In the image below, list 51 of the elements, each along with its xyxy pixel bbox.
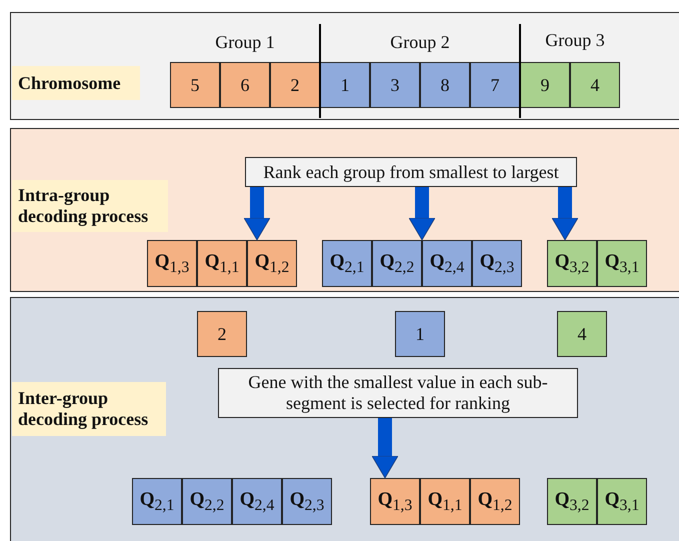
gene-cell: Q$_{1,3}$: [371, 479, 420, 524]
cell-group: [132, 478, 332, 525]
section-panel: [10, 12, 679, 120]
gene-cell: Q$_{3,2}$: [548, 479, 597, 524]
group-label: Group 1: [214, 30, 276, 54]
cell-group: [547, 240, 647, 287]
gene-cell: 1: [395, 311, 445, 357]
block-arrow: [372, 418, 398, 478]
gene-cell: Q$_{2,3}$: [282, 479, 331, 524]
cell-group: [322, 240, 522, 287]
gene-cell: Q$_{2,2}$: [182, 479, 232, 524]
gene-cell: Q$_{2,4}$: [422, 241, 472, 286]
gene-cell: 8: [420, 62, 470, 108]
gene-cell: Q$_{3,1}$: [597, 479, 646, 524]
instruction-box: Gene with the smallest value in each sub-segment is selected for ranking: [218, 368, 578, 418]
gene-cell: Q$_{3,2}$: [548, 241, 597, 286]
gene-cell: 2: [270, 62, 320, 108]
gene-cell: Q$_{1,3}$: [148, 241, 197, 286]
section-panel: [10, 128, 679, 292]
gene-cell: Q$_{2,2}$: [372, 241, 422, 286]
gene-cell: Q$_{1,1}$: [197, 241, 247, 286]
section-label: Intra-group decoding process: [12, 180, 168, 232]
gene-cell: 9: [520, 62, 570, 108]
cell-group: [547, 478, 647, 525]
gene-cell: Q$_{2,1}$: [323, 241, 372, 286]
gene-cell: 4: [570, 62, 620, 108]
gene-cell: 4: [557, 311, 607, 357]
group-label: Group 3: [544, 28, 606, 52]
gene-cell: Q$_{1,2}$: [247, 241, 296, 286]
gene-cell: Q$_{3,1}$: [597, 241, 646, 286]
gene-cell: 1: [320, 62, 370, 108]
gene-cell: Q$_{1,2}$: [470, 479, 519, 524]
group-label: Group 2: [389, 30, 451, 54]
gene-cell: Q$_{2,4}$: [232, 479, 282, 524]
gene-cell: Q$_{2,1}$: [133, 479, 182, 524]
block-arrow: [552, 187, 578, 240]
gene-cell: Q$_{2,3}$: [472, 241, 521, 286]
gene-cell: 7: [470, 62, 520, 108]
gene-cell: 5: [170, 62, 220, 108]
section-panel: [10, 297, 679, 541]
gene-cell: 6: [220, 62, 270, 108]
gene-cell: Q$_{1,1}$: [420, 479, 470, 524]
gene-cell: 2: [197, 311, 247, 357]
section-label: Inter-group decoding process: [12, 382, 166, 436]
gene-cell: 3: [370, 62, 420, 108]
cell-group: [147, 240, 297, 287]
cell-group: [370, 478, 520, 525]
block-arrow: [244, 187, 270, 240]
block-arrow: [408, 187, 436, 240]
section-label: Chromosome: [12, 66, 140, 100]
instruction-box: Rank each group from smallest to largest: [245, 157, 577, 187]
